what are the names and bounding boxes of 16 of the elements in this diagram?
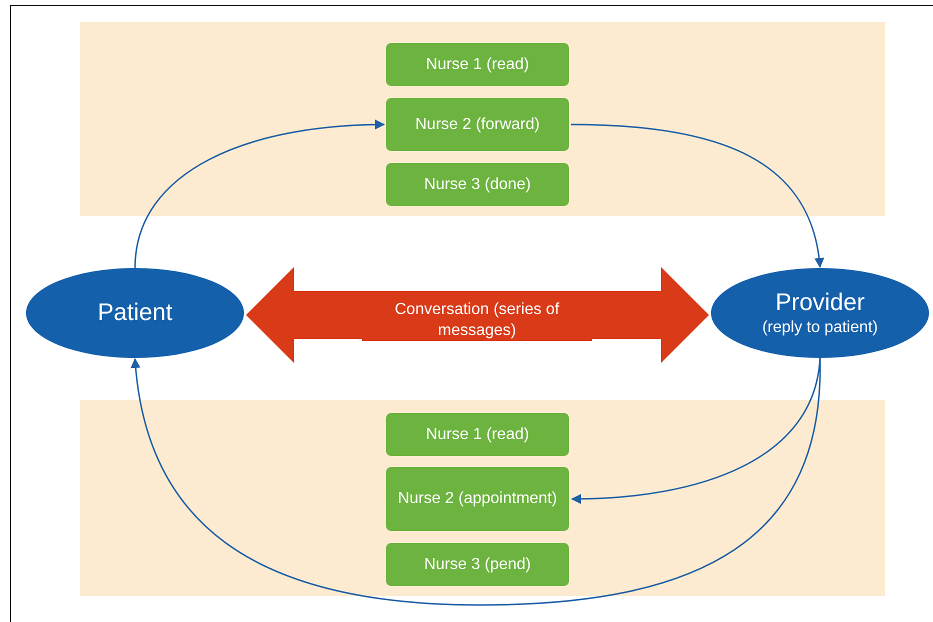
arrow <box>571 358 821 504</box>
arrow <box>131 358 821 606</box>
node-label: Provider <box>775 289 865 318</box>
process-box: Nurse 3 (pend) <box>386 543 569 586</box>
process-box: Nurse 1 (read) <box>386 43 569 86</box>
process-box: Nurse 1 (read) <box>386 413 569 456</box>
arrow <box>134 120 385 268</box>
node-label: (reply to patient) <box>762 318 878 337</box>
process-box: Nurse 2 (appointment) <box>386 467 569 531</box>
edge-label: Conversation (series of messages) <box>362 299 592 341</box>
background-band <box>80 22 885 216</box>
background-band <box>80 400 885 596</box>
arrow <box>570 124 824 268</box>
node-label: Patient <box>98 298 172 328</box>
process-box: Nurse 2 (forward) <box>386 98 569 151</box>
process-box: Nurse 3 (done) <box>386 163 569 206</box>
